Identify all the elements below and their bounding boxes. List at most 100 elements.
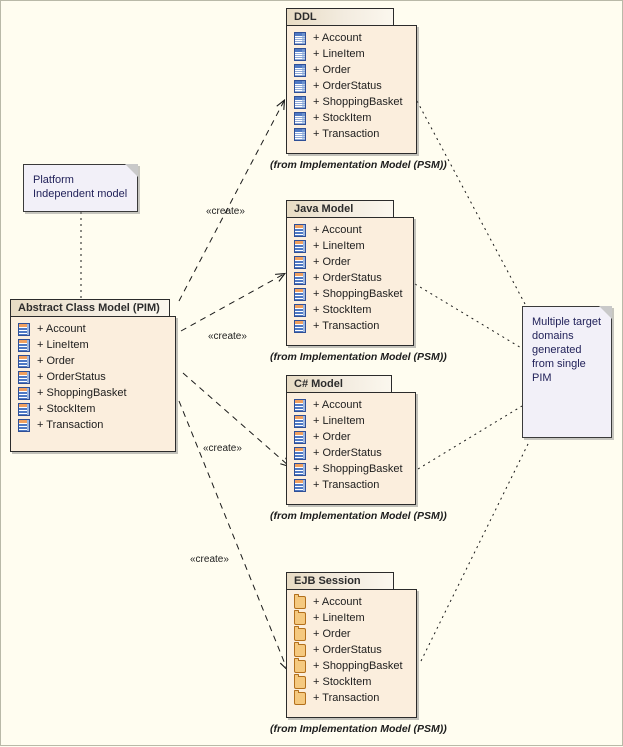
package-item-label: + StockItem bbox=[37, 403, 96, 415]
package-item[interactable]: + OrderStatus bbox=[287, 445, 415, 461]
connector-ejb-to-psm-note bbox=[420, 441, 530, 662]
class-icon bbox=[294, 446, 306, 460]
package-item-label: + Transaction bbox=[37, 419, 104, 431]
package-item[interactable]: + Order bbox=[287, 62, 416, 78]
package-from-caption: (from Implementation Model (PSM)) bbox=[270, 723, 447, 735]
package-item[interactable]: + StockItem bbox=[11, 401, 175, 417]
package-item[interactable]: + OrderStatus bbox=[11, 369, 175, 385]
table-icon bbox=[294, 79, 306, 93]
package-item[interactable]: + Account bbox=[287, 222, 413, 238]
package-item[interactable]: + ShoppingBasket bbox=[287, 94, 416, 110]
class-icon bbox=[18, 354, 30, 368]
package-item[interactable]: + Order bbox=[11, 353, 175, 369]
note-platform-independent-model[interactable]: Platform Independent model bbox=[23, 164, 138, 212]
note-multiple-target-domains[interactable]: Multiple target domains generated from s… bbox=[522, 306, 612, 438]
class-icon bbox=[294, 414, 306, 428]
package-item[interactable]: + StockItem bbox=[287, 302, 413, 318]
package-from-caption: (from Implementation Model (PSM)) bbox=[270, 351, 447, 363]
package-from-caption: (from Implementation Model (PSM)) bbox=[270, 159, 447, 171]
connector-label-create-ddl: «create» bbox=[206, 206, 245, 217]
package-item-label: + Account bbox=[313, 596, 362, 608]
connector-label-create-java: «create» bbox=[208, 331, 247, 342]
package-item[interactable]: + ShoppingBasket bbox=[287, 657, 416, 674]
package-item-label: + StockItem bbox=[313, 676, 372, 688]
package-item-label: + Transaction bbox=[313, 692, 380, 704]
package-item-label: + Account bbox=[313, 224, 362, 236]
class-icon bbox=[294, 398, 306, 412]
package-item-label: + OrderStatus bbox=[313, 80, 382, 92]
package-item[interactable]: + Order bbox=[287, 625, 416, 642]
package-item-label: + ShoppingBasket bbox=[37, 387, 127, 399]
package-item-label: + LineItem bbox=[313, 48, 365, 60]
package-item[interactable]: + Transaction bbox=[11, 417, 175, 433]
package-title: DDL bbox=[286, 8, 394, 26]
package-item[interactable]: + Transaction bbox=[287, 477, 415, 493]
package-title: EJB Session bbox=[286, 572, 394, 590]
package-body: + Account + LineItem + Order + OrderStat… bbox=[286, 392, 416, 505]
package-item[interactable]: + Account bbox=[287, 593, 416, 610]
package-item-list: + Account + LineItem + Order + OrderStat… bbox=[287, 393, 415, 497]
package-item[interactable]: + Transaction bbox=[287, 689, 416, 706]
package-item-label: + OrderStatus bbox=[313, 644, 382, 656]
class-icon bbox=[294, 271, 306, 285]
package-item-label: + Transaction bbox=[313, 479, 380, 491]
package-item-label: + Order bbox=[313, 431, 351, 443]
package-item[interactable]: + ShoppingBasket bbox=[287, 286, 413, 302]
package-item[interactable]: + Order bbox=[287, 254, 413, 270]
folder-icon bbox=[294, 593, 306, 609]
table-icon bbox=[294, 95, 306, 109]
package-item[interactable]: + LineItem bbox=[287, 609, 416, 626]
package-item[interactable]: + LineItem bbox=[11, 337, 175, 353]
package-item-label: + StockItem bbox=[313, 112, 372, 124]
note-text: Multiple target domains generated from s… bbox=[532, 316, 602, 384]
package-item-label: + StockItem bbox=[313, 304, 372, 316]
class-icon bbox=[18, 370, 30, 384]
package-item[interactable]: + ShoppingBasket bbox=[287, 461, 415, 477]
connector-label-create-csharp: «create» bbox=[203, 443, 242, 454]
package-item-label: + Order bbox=[313, 628, 351, 640]
package-item[interactable]: + Order bbox=[287, 429, 415, 445]
package-item-label: + ShoppingBasket bbox=[313, 288, 403, 300]
note-fold-icon bbox=[125, 164, 138, 177]
folder-icon bbox=[294, 657, 306, 673]
class-icon bbox=[294, 478, 306, 492]
package-item[interactable]: + StockItem bbox=[287, 110, 416, 126]
package-item[interactable]: + LineItem bbox=[287, 413, 415, 429]
class-icon bbox=[294, 239, 306, 253]
folder-icon bbox=[294, 625, 306, 641]
connector-pim-to-ejb bbox=[178, 400, 289, 672]
package-item[interactable]: + Transaction bbox=[287, 126, 416, 142]
class-icon bbox=[18, 338, 30, 352]
package-item-label: + Order bbox=[313, 64, 351, 76]
package-item-label: + OrderStatus bbox=[313, 272, 382, 284]
package-item[interactable]: + Transaction bbox=[287, 318, 413, 334]
class-icon bbox=[294, 255, 306, 269]
package-body: + Account + LineItem + Order + OrderStat… bbox=[286, 25, 417, 154]
package-item-label: + OrderStatus bbox=[313, 447, 382, 459]
package-item[interactable]: + OrderStatus bbox=[287, 641, 416, 658]
package-item[interactable]: + OrderStatus bbox=[287, 270, 413, 286]
connector-ddl-to-psm-note bbox=[416, 100, 526, 305]
package-item[interactable]: + Account bbox=[287, 30, 416, 46]
package-item[interactable]: + LineItem bbox=[287, 46, 416, 62]
package-item-list: + Account + LineItem + Order + OrderStat… bbox=[287, 590, 416, 710]
connector-pim-to-java bbox=[180, 272, 287, 332]
connector-java-to-psm-note bbox=[414, 283, 524, 350]
package-item[interactable]: + LineItem bbox=[287, 238, 413, 254]
package-from-caption: (from Implementation Model (PSM)) bbox=[270, 510, 447, 522]
package-item[interactable]: + ShoppingBasket bbox=[11, 385, 175, 401]
class-icon bbox=[294, 319, 306, 333]
package-item-label: + LineItem bbox=[37, 339, 89, 351]
folder-icon bbox=[294, 689, 306, 705]
package-item[interactable]: + Account bbox=[11, 321, 175, 337]
package-body: + Account + LineItem + Order + OrderStat… bbox=[286, 589, 417, 718]
package-item-list: + Account + LineItem + Order + OrderStat… bbox=[11, 317, 175, 437]
package-title: C# Model bbox=[286, 375, 392, 393]
package-item[interactable]: + OrderStatus bbox=[287, 78, 416, 94]
package-item[interactable]: + StockItem bbox=[287, 673, 416, 690]
package-item-label: + Account bbox=[313, 399, 362, 411]
package-item[interactable]: + Account bbox=[287, 397, 415, 413]
connector-csharp-to-psm-note bbox=[417, 405, 523, 470]
package-item-label: + ShoppingBasket bbox=[313, 463, 403, 475]
